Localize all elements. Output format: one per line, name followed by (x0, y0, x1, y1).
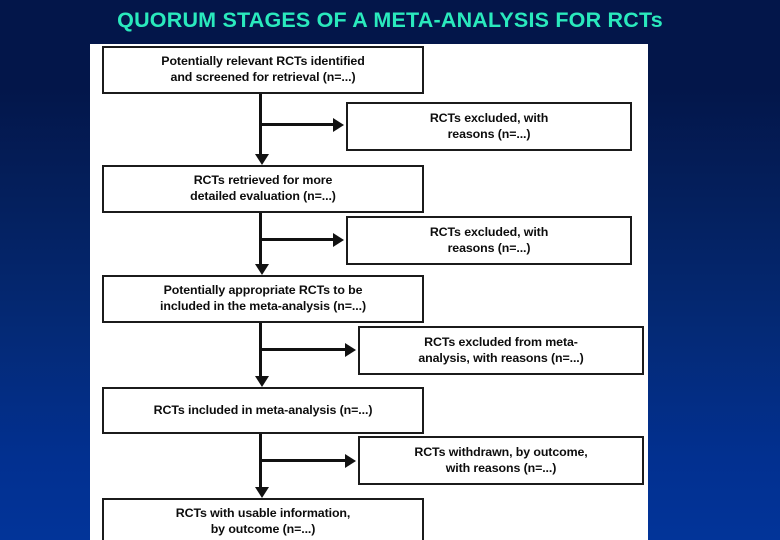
connector-vline-n3-n4 (259, 323, 262, 379)
connector-hline-n4-s4 (259, 459, 349, 462)
flow-node-rcts-retrieved: RCTs retrieved for more detailed evaluat… (102, 165, 424, 213)
arrow-down-n2-n3 (255, 264, 269, 275)
connector-hline-n2-s2 (259, 238, 337, 241)
arrow-right-n2-s2 (333, 233, 344, 247)
flow-node-line: Potentially appropriate RCTs to be (163, 283, 363, 298)
flow-node-potentially-appropriate-rcts: Potentially appropriate RCTs to be inclu… (102, 275, 424, 323)
connector-hline-n3-s3 (259, 348, 349, 351)
quorom-flowchart: Potentially relevant RCTs identified and… (90, 44, 648, 540)
flowchart-figure-panel: Potentially relevant RCTs identified and… (90, 44, 648, 540)
flow-node-line: RCTs with usable information, (175, 506, 351, 521)
flow-node-line: with reasons (n=...) (445, 460, 557, 475)
page-title: QUORUM STAGES OF A META-ANALYSIS FOR RCT… (117, 8, 663, 32)
arrow-down-n4-n5 (255, 487, 269, 498)
arrow-right-n1-s1 (333, 118, 344, 132)
arrow-right-n3-s3 (345, 343, 356, 357)
flow-node-line: RCTs excluded from meta- (424, 334, 578, 349)
flow-node-line: detailed evaluation (n=...) (190, 189, 336, 203)
flow-node-line: Potentially relevant RCTs identified (161, 54, 365, 69)
flow-node-potentially-relevant-rcts: Potentially relevant RCTs identified and… (102, 46, 424, 94)
flow-node-line: included in the meta-analysis (n=...) (160, 299, 366, 313)
flow-node-rcts-excluded-2: RCTs excluded, with reasons (n=...) (346, 216, 632, 265)
flow-node-line: by outcome (n=...) (210, 522, 316, 536)
flow-node-rcts-excluded-1: RCTs excluded, with reasons (n=...) (346, 102, 632, 151)
flow-node-line: and screened for retrieval (n=...) (170, 70, 356, 84)
flow-node-rcts-withdrawn: RCTs withdrawn, by outcome, with reasons… (358, 436, 644, 485)
flow-node-line: RCTs excluded, with (429, 110, 549, 125)
connector-vline-n4-n5 (259, 434, 262, 490)
flow-node-rcts-with-usable-information: RCTs with usable information, by outcome… (102, 498, 424, 540)
arrow-right-n4-s4 (345, 454, 356, 468)
flow-node-line: analysis, with reasons (n=...) (418, 350, 584, 365)
flow-node-line: reasons (n=...) (447, 126, 531, 141)
flow-node-rcts-excluded-from-meta-analysis: RCTs excluded from meta- analysis, with … (358, 326, 644, 375)
flow-node-line: RCTs retrieved for more (193, 173, 333, 188)
connector-hline-n1-s1 (259, 123, 337, 126)
flow-node-line: RCTs withdrawn, by outcome, (414, 444, 588, 459)
arrow-down-n1-n2 (255, 154, 269, 165)
flow-node-line: reasons (n=...) (447, 240, 531, 255)
flow-node-line: RCTs included in meta-analysis (n=...) (153, 402, 373, 417)
flow-node-rcts-included-in-meta-analysis: RCTs included in meta-analysis (n=...) (102, 387, 424, 434)
flow-node-line: RCTs excluded, with (429, 224, 549, 239)
arrow-down-n3-n4 (255, 376, 269, 387)
